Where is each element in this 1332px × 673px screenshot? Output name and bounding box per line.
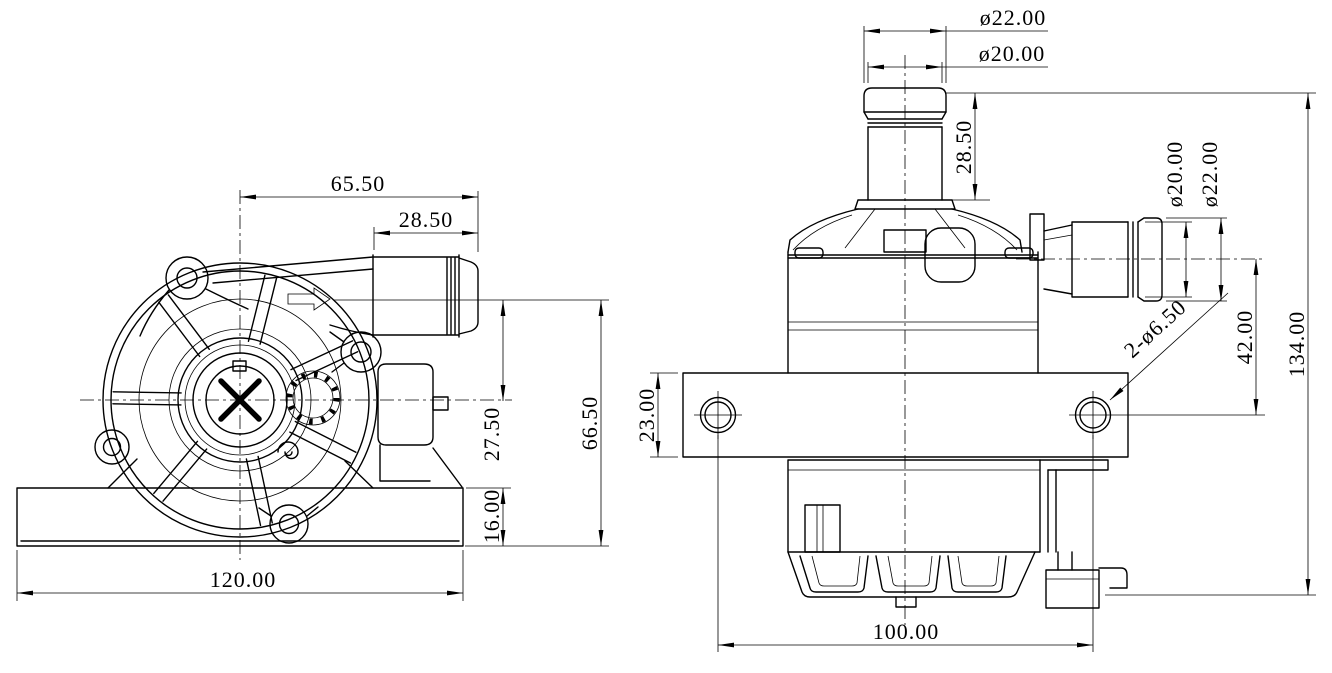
dim-base-height: 16.00: [466, 487, 511, 546]
dim-bracket-height: 23.00: [634, 372, 678, 458]
dim-text-base-width: 120.00: [210, 567, 277, 592]
dim-text-mount-hole-callout: 2-ø6.50: [1119, 294, 1191, 363]
dim-outlet-center-offset: 65.50: [240, 171, 479, 252]
dim-text-bracket-height: 23.00: [634, 388, 659, 443]
dim-base-width: 120.00: [16, 550, 464, 601]
dim-outlet-port-od: ø22.00: [1166, 141, 1227, 302]
mounting-base: [16, 458, 464, 547]
dim-text-outlet-center-offset: 65.50: [331, 171, 386, 196]
dim-total-height: 134.00: [1105, 93, 1316, 596]
dim-mount-hole-spacing: 100.00: [717, 435, 1094, 652]
dim-text-outlet-axis-to-base: 66.50: [577, 396, 602, 451]
dim-outlet-barb-length: 28.50: [373, 207, 478, 250]
dim-text-inlet-port-id: ø20.00: [979, 41, 1046, 66]
impeller-detail: [277, 370, 341, 460]
dim-text-outlet-barb-length: 28.50: [399, 207, 454, 232]
swirl-mark: [277, 441, 299, 460]
electrical-connector: [377, 363, 463, 488]
side-view: ø22.00 ø20.00 28.50 ø20.00 ø22.00 42.0: [634, 5, 1316, 652]
dim-text-base-height: 16.00: [479, 489, 504, 544]
dim-text-outlet-port-od: ø22.00: [1197, 141, 1222, 208]
centerlines-side: [904, 55, 1265, 625]
mounting-ears: [94, 256, 382, 544]
dim-outlet-axis-to-pump-axis: 27.50: [479, 300, 506, 462]
centerlines: [80, 190, 609, 560]
dim-text-inlet-port-height: 28.50: [951, 120, 976, 175]
dim-text-mount-hole-spacing: 100.00: [873, 619, 940, 644]
dim-outlet-axis-to-mount-axis: 42.00: [1232, 259, 1259, 415]
outlet-pipe: [202, 254, 479, 338]
flow-direction-arrow: [287, 287, 331, 311]
dim-inlet-port-od: ø22.00: [863, 5, 1048, 83]
dim-inlet-port-id: ø20.00: [867, 41, 1048, 83]
dim-text-total-height: 134.00: [1284, 311, 1309, 378]
dim-text-outlet-axis-to-mount-axis: 42.00: [1232, 310, 1257, 365]
dim-text-inlet-port-od: ø22.00: [980, 5, 1047, 30]
wire-connector: [1045, 551, 1128, 609]
dim-text-outlet-axis-to-pump-axis: 27.50: [479, 407, 504, 462]
dim-outlet-axis-to-base: 66.50: [465, 300, 609, 547]
pump-body: [787, 208, 1045, 374]
dim-mount-hole-callout: 2-ø6.50: [1109, 292, 1229, 401]
mounting-bracket: [682, 372, 1265, 458]
motor-end-cap: [787, 551, 1041, 608]
front-view: 65.50 28.50 66.50 27.50 16.00 120.00: [16, 171, 609, 601]
outlet-port-side: [1043, 217, 1163, 302]
dim-text-outlet-port-id: ø20.00: [1162, 141, 1187, 208]
dim-inlet-port-height: 28.50: [946, 92, 1316, 201]
motor-housing: [787, 459, 1109, 553]
dim-outlet-port-id: ø20.00: [1145, 141, 1192, 298]
